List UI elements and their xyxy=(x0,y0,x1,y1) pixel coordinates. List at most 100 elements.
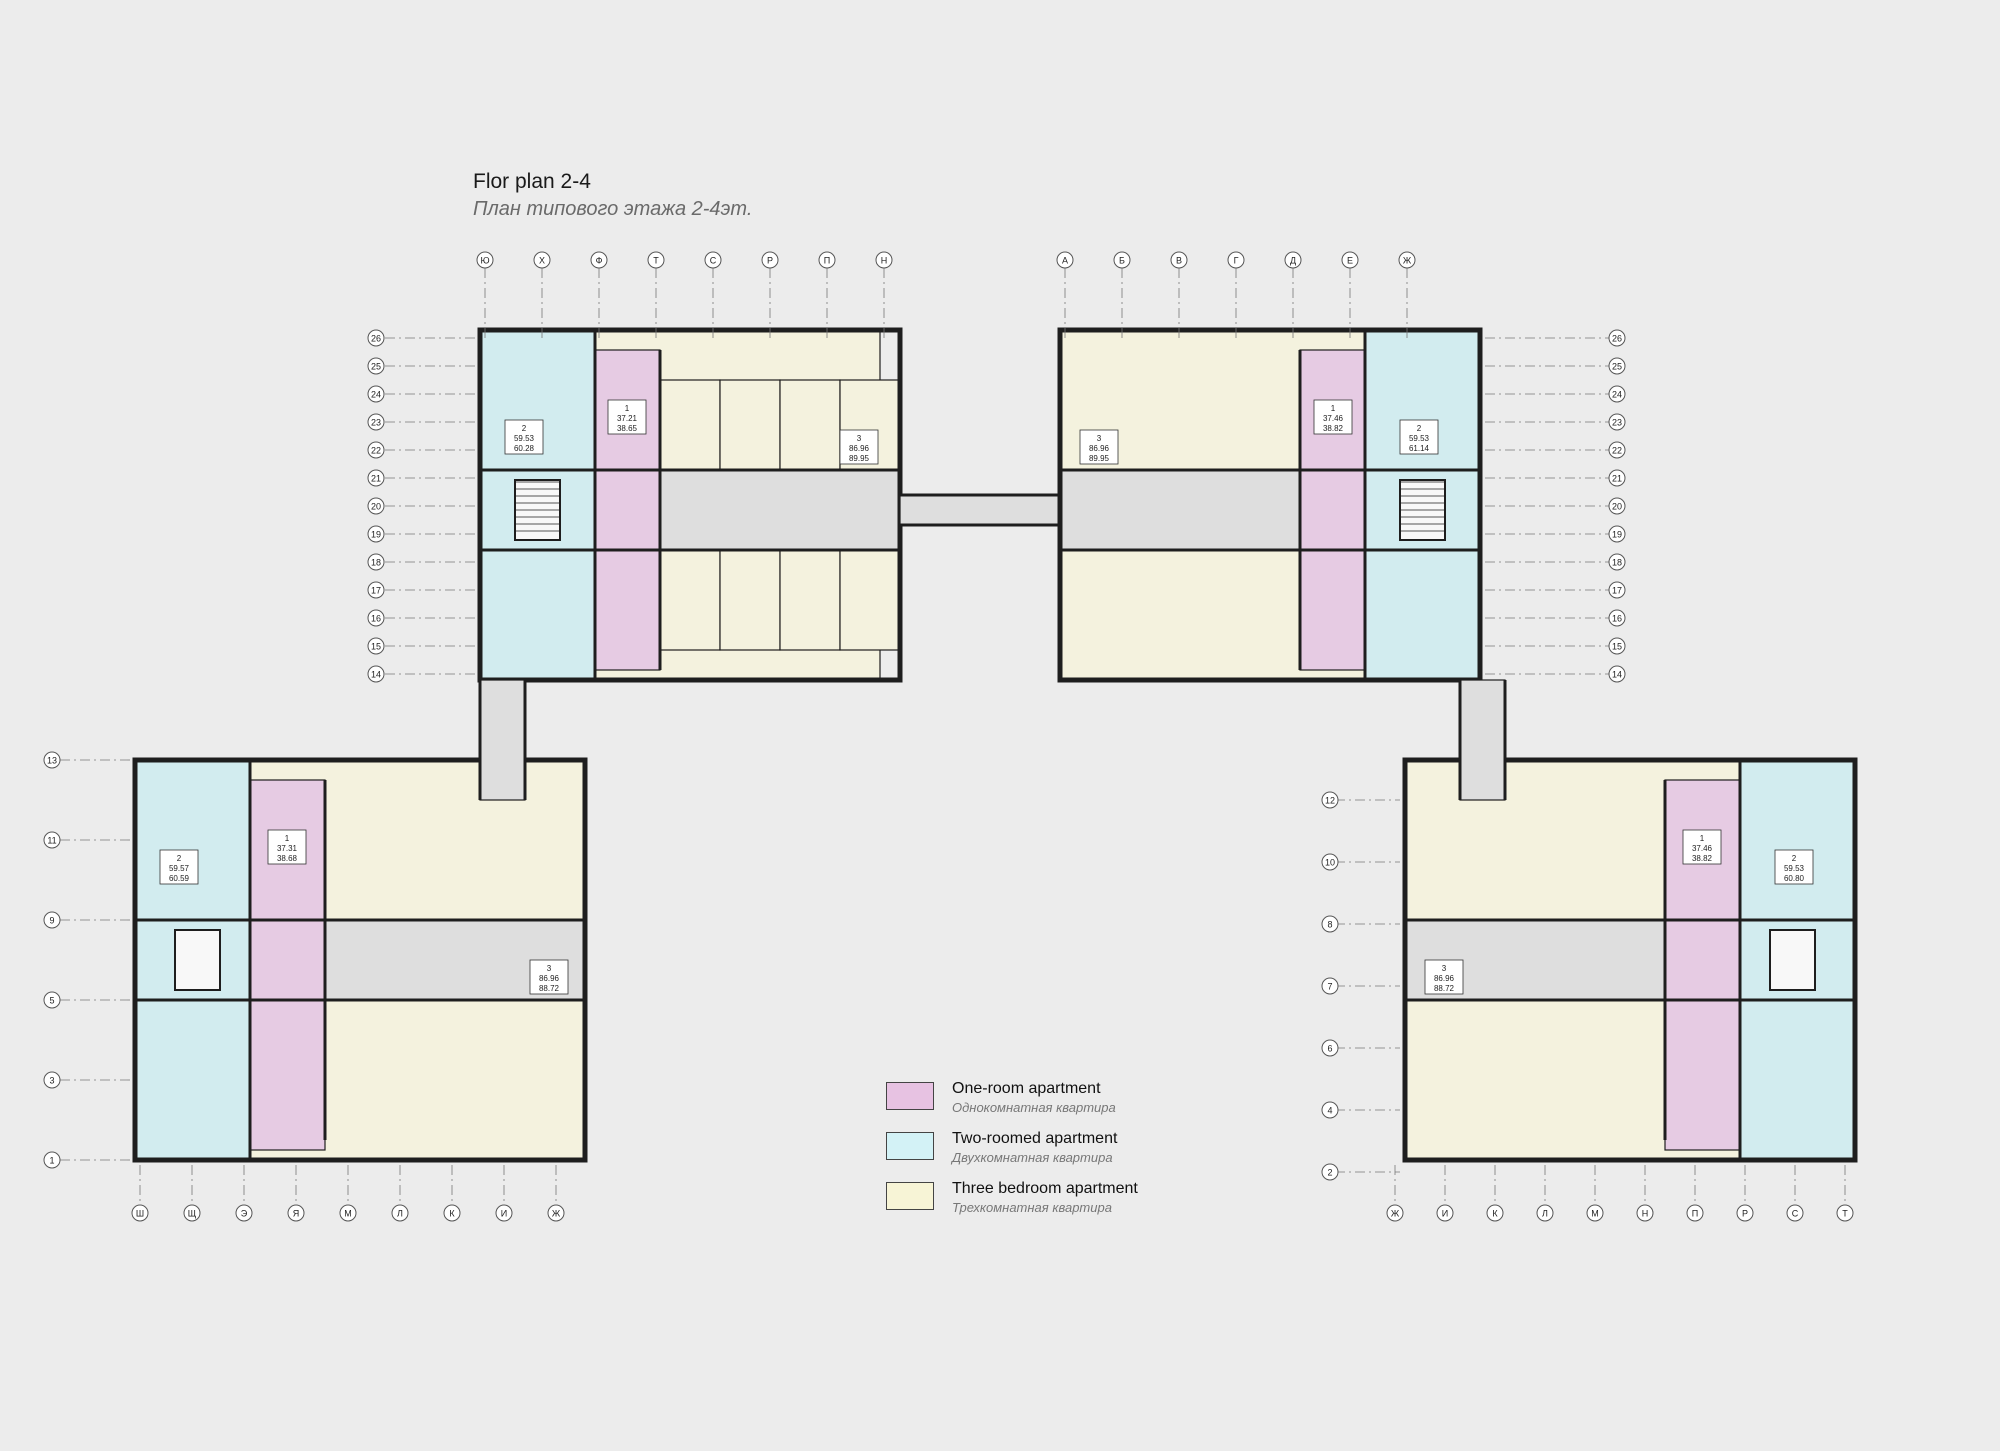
apt-two-room-text: 2 xyxy=(1417,424,1422,433)
axis-top-left-bubble xyxy=(761,251,779,269)
legend-label: Three bedroom apartment xyxy=(952,1180,1138,1197)
axis-ll-col-bubble xyxy=(391,1204,409,1222)
apt-one-room-text: 37.21 xyxy=(617,414,638,423)
axis-top-left-bubble xyxy=(590,251,608,269)
axis-lr-row-bubble xyxy=(1321,791,1339,809)
axis-left-row-label: 23 xyxy=(371,418,381,428)
axis-left-row-label: 26 xyxy=(371,334,381,344)
apt-three-room-text: 89.95 xyxy=(1089,454,1110,463)
apt-two-room-text: 59.53 xyxy=(1409,434,1430,443)
apt-two-room-text: 2 xyxy=(522,424,527,433)
axis-ll-col-label: И xyxy=(501,1209,507,1219)
axis-right-row-bubble xyxy=(1608,357,1626,375)
axis-left-row-label: 19 xyxy=(371,530,381,540)
apt-two-room-text: 60.80 xyxy=(1784,874,1805,883)
axis-right-row-label: 25 xyxy=(1612,362,1622,372)
ll-outline xyxy=(132,757,588,1163)
ur-one-room xyxy=(1299,349,1366,671)
legend-sublabel: Однокомнатная квартира xyxy=(952,1100,1116,1115)
axis-lr-col-bubble xyxy=(1736,1204,1754,1222)
legend-swatch-one-room xyxy=(886,1082,934,1110)
apt-three-room-text: 86.96 xyxy=(1089,444,1110,453)
axis-top-left-label: П xyxy=(824,256,830,266)
axis-top-left-bubble xyxy=(647,251,665,269)
ul-three-room xyxy=(719,549,781,651)
axis-lr-col-label: Ж xyxy=(1391,1209,1400,1219)
apt-one-room-text: 37.46 xyxy=(1692,844,1713,853)
axis-lr-row-label: 10 xyxy=(1325,858,1335,868)
axis-left-row-label: 21 xyxy=(371,474,381,484)
axis-top-left-label: Ю xyxy=(480,256,489,266)
apt-two-room-text: 59.53 xyxy=(1784,864,1805,873)
apt-one-room-text: 37.31 xyxy=(277,844,298,853)
axis-ll-row-label: 5 xyxy=(49,996,54,1006)
axis-lr-row-bubble xyxy=(1321,853,1339,871)
axis-ll-col-label: Я xyxy=(293,1209,300,1219)
axis-right-row-bubble xyxy=(1608,385,1626,403)
axis-ll-row-bubble xyxy=(43,831,61,849)
ul-one-room xyxy=(594,349,661,671)
axis-left-row-label: 22 xyxy=(371,446,381,456)
axis-left-row-bubble xyxy=(367,665,385,683)
apt-three-room-text: 86.96 xyxy=(539,974,560,983)
axis-top-right-bubble xyxy=(1341,251,1359,269)
lr-outline xyxy=(1402,757,1858,1163)
axis-lr-col-label: Л xyxy=(1542,1209,1548,1219)
apt-one-room-text: 38.82 xyxy=(1692,854,1713,863)
axis-lr-col-bubble xyxy=(1836,1204,1854,1222)
axis-lr-col-label: Р xyxy=(1742,1209,1748,1219)
axis-right-row-bubble xyxy=(1608,469,1626,487)
ll-stair xyxy=(174,929,221,991)
axis-top-right-label: Ж xyxy=(1403,256,1412,266)
axis-top-right-bubble xyxy=(1227,251,1245,269)
axis-right-row-bubble xyxy=(1608,441,1626,459)
axis-lr-row-label: 6 xyxy=(1327,1044,1332,1054)
plan-title: Flor plan 2-4 xyxy=(473,170,591,193)
axis-left-row-bubble xyxy=(367,469,385,487)
apt-one-room-text: 1 xyxy=(625,404,630,413)
apt-one-room-text: 38.82 xyxy=(1323,424,1344,433)
axis-top-right-bubble xyxy=(1056,251,1074,269)
axis-lr-row-bubble xyxy=(1321,1039,1339,1057)
axis-ll-col-bubble xyxy=(131,1204,149,1222)
axis-top-left-label: Ф xyxy=(596,256,603,266)
axis-top-right-label: Б xyxy=(1119,256,1125,266)
apt-one-room-text: 38.65 xyxy=(617,424,638,433)
axis-ll-row-label: 11 xyxy=(47,836,56,846)
axis-right-row-label: 15 xyxy=(1612,642,1622,652)
axis-lr-col-bubble xyxy=(1686,1204,1704,1222)
apt-two-room-text: 60.28 xyxy=(514,444,535,453)
axis-left-row-label: 17 xyxy=(371,586,381,596)
legend-sublabel: Двухкомнатная квартира xyxy=(952,1150,1113,1165)
apt-three-room-text: 3 xyxy=(857,434,862,443)
axis-left-row-bubble xyxy=(367,525,385,543)
apt-three-room-text: 89.95 xyxy=(849,454,870,463)
axis-ll-col-bubble xyxy=(547,1204,565,1222)
apt-two-room-text: 60.59 xyxy=(169,874,190,883)
axis-left-row-label: 20 xyxy=(371,502,381,512)
axis-ll-col-bubble xyxy=(339,1204,357,1222)
axis-right-row-label: 18 xyxy=(1612,558,1622,568)
axis-lr-col-bubble xyxy=(1436,1204,1454,1222)
axis-lr-row-bubble xyxy=(1321,1163,1339,1181)
axis-top-left-bubble xyxy=(476,251,494,269)
axis-left-row-bubble xyxy=(367,413,385,431)
axis-ll-row-bubble xyxy=(43,1071,61,1089)
axis-right-row-label: 21 xyxy=(1612,474,1622,484)
axis-top-right-label: Е xyxy=(1347,256,1353,266)
ul-three-room xyxy=(839,549,901,651)
legend-swatch-two-room xyxy=(886,1132,934,1160)
axis-lr-col-bubble xyxy=(1486,1204,1504,1222)
axis-ll-row-bubble xyxy=(43,991,61,1009)
axis-left-row-bubble xyxy=(367,553,385,571)
axis-top-right-bubble xyxy=(1284,251,1302,269)
axis-ll-col-label: М xyxy=(344,1209,352,1219)
axis-ll-row-label: 3 xyxy=(49,1076,54,1086)
apt-three-room-text: 3 xyxy=(1442,964,1447,973)
apt-two-room-box xyxy=(1774,849,1814,885)
axis-lr-row-label: 8 xyxy=(1327,920,1332,930)
axis-lr-col-label: И xyxy=(1442,1209,1448,1219)
axis-left-row-label: 16 xyxy=(371,614,381,624)
axis-right-row-bubble xyxy=(1608,413,1626,431)
